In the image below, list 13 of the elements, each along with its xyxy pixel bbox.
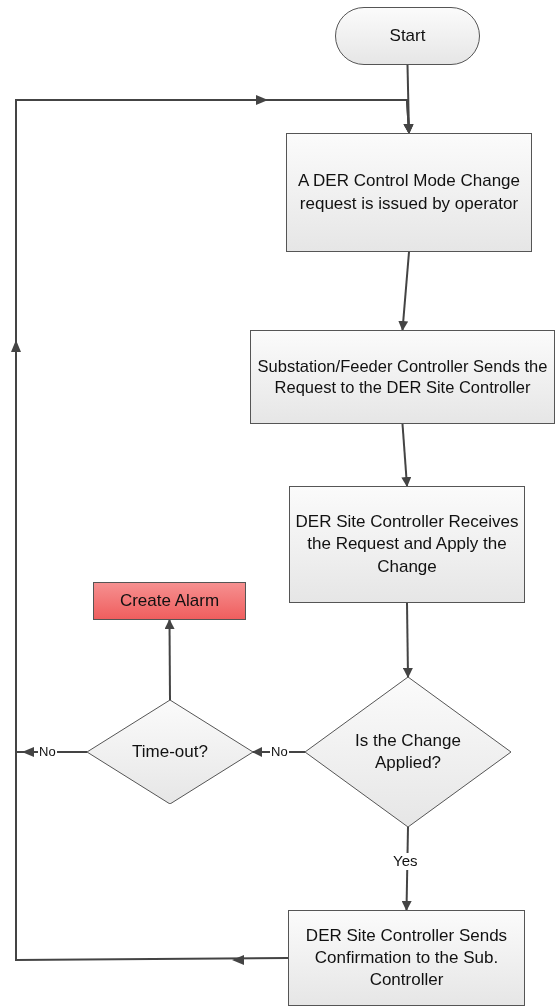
process-box: DER Site Controller Sends Confirmation to the Sub. Controller xyxy=(288,910,525,1006)
process-box: DER Site Controller Receives the Request and Apply the Change xyxy=(289,486,525,603)
process-box: A DER Control Mode Change request is issued by operator xyxy=(286,133,532,252)
decision-diamond: Time-out? xyxy=(87,700,253,804)
arrow xyxy=(398,251,410,331)
arrow xyxy=(402,602,413,678)
arrow xyxy=(164,619,175,701)
arrow xyxy=(401,423,412,487)
edge-label: Yes xyxy=(392,853,419,870)
arrow xyxy=(11,95,414,965)
alarm-box: Create Alarm xyxy=(93,582,246,620)
process-box: Substation/Feeder Controller Sends the Request to the DER Site Controller xyxy=(250,330,555,424)
decision-diamond: Is the Change Applied? xyxy=(305,677,511,827)
